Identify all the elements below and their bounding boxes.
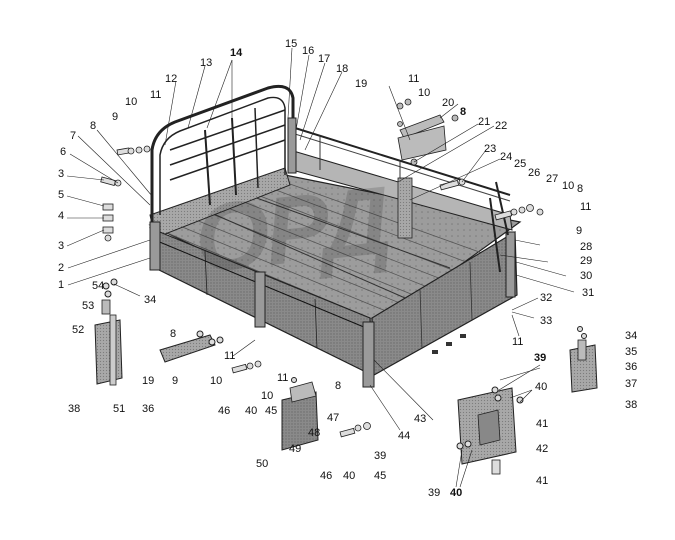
callout-38: 38 xyxy=(68,403,81,415)
callout-8: 8 xyxy=(170,328,177,340)
center-bracket-group xyxy=(396,98,459,239)
callout-34: 34 xyxy=(144,294,157,306)
callout-44: 44 xyxy=(398,430,411,442)
callout-45: 45 xyxy=(374,470,387,482)
callout-41: 41 xyxy=(536,475,549,487)
callout-30: 30 xyxy=(580,270,593,282)
callout-2: 2 xyxy=(58,262,65,274)
callout-10: 10 xyxy=(210,375,223,387)
callout-7: 7 xyxy=(70,130,77,142)
callout-37: 37 xyxy=(625,378,638,390)
callout-32: 32 xyxy=(540,292,553,304)
callout-19: 19 xyxy=(142,375,155,387)
lower-bracket xyxy=(159,330,224,363)
callout-41: 41 xyxy=(536,418,549,430)
callout-39: 39 xyxy=(534,352,547,364)
callout-53: 53 xyxy=(82,300,95,312)
callout-46: 46 xyxy=(218,405,231,417)
callout-14: 14 xyxy=(230,47,243,59)
callout-9: 9 xyxy=(172,375,179,387)
callout-40: 40 xyxy=(450,487,463,499)
callout-8: 8 xyxy=(577,183,584,195)
leader-lines xyxy=(66,47,575,431)
callout-34: 34 xyxy=(625,330,638,342)
callout-6: 6 xyxy=(60,146,67,158)
callout-10: 10 xyxy=(261,390,274,402)
callout-25: 25 xyxy=(514,158,527,170)
callout-40: 40 xyxy=(343,470,356,482)
tow-bracket-plate xyxy=(456,386,524,475)
callout-47: 47 xyxy=(327,412,340,424)
callout-52: 52 xyxy=(72,324,85,336)
callout-5: 5 xyxy=(58,189,65,201)
callout-3: 3 xyxy=(58,168,65,180)
callout-42: 42 xyxy=(536,443,549,455)
callout-11: 11 xyxy=(224,350,236,362)
callout-9: 9 xyxy=(112,111,119,123)
callout-11: 11 xyxy=(277,372,289,384)
callout-10: 10 xyxy=(562,180,575,192)
callout-51: 51 xyxy=(113,403,126,415)
callout-39: 39 xyxy=(374,450,387,462)
callout-11: 11 xyxy=(580,201,592,213)
callout-11: 11 xyxy=(512,336,524,348)
callout-21: 21 xyxy=(478,116,491,128)
callout-12: 12 xyxy=(165,73,178,85)
callout-43: 43 xyxy=(414,413,427,425)
callout-31: 31 xyxy=(582,287,595,299)
mud-flap xyxy=(281,377,319,451)
front-guard-frame xyxy=(150,84,295,222)
left-fasteners xyxy=(100,145,151,242)
callout-18: 18 xyxy=(336,63,349,75)
right-mud-flap-assembly xyxy=(569,326,598,393)
callout-4: 4 xyxy=(58,210,65,222)
callout-19: 19 xyxy=(355,78,368,90)
callout-27: 27 xyxy=(546,173,559,185)
callout-3: 3 xyxy=(58,240,65,252)
callout-11: 11 xyxy=(150,89,162,101)
callout-8: 8 xyxy=(90,120,97,132)
callout-16: 16 xyxy=(302,45,315,57)
callout-9: 9 xyxy=(576,225,583,237)
callout-8: 8 xyxy=(460,106,467,118)
callout-10: 10 xyxy=(125,96,138,108)
callout-49: 49 xyxy=(289,443,302,455)
callout-39: 39 xyxy=(428,487,441,499)
callout-1: 1 xyxy=(58,279,65,291)
callout-8: 8 xyxy=(335,380,342,392)
callout-35: 35 xyxy=(625,346,638,358)
callout-48: 48 xyxy=(308,427,321,439)
left-mud-flap-assembly xyxy=(94,278,123,386)
callout-24: 24 xyxy=(500,151,513,163)
callout-22: 22 xyxy=(495,120,508,132)
callout-36: 36 xyxy=(625,361,638,373)
corner-posts xyxy=(149,117,516,388)
callout-40: 40 xyxy=(535,381,548,393)
callout-17: 17 xyxy=(318,53,331,65)
callout-26: 26 xyxy=(528,167,541,179)
rear-guard-frame xyxy=(489,181,509,273)
callout-11: 11 xyxy=(408,73,420,85)
lower-bolts xyxy=(231,360,371,438)
callout-20: 20 xyxy=(442,97,455,109)
callout-28: 28 xyxy=(580,241,593,253)
callout-54: 54 xyxy=(92,280,105,292)
callout-50: 50 xyxy=(256,458,269,470)
callout-45: 45 xyxy=(265,405,278,417)
callout-29: 29 xyxy=(580,255,593,267)
callout-23: 23 xyxy=(484,143,497,155)
callout-38: 38 xyxy=(625,399,638,411)
callout-13: 13 xyxy=(200,57,213,69)
callout-40: 40 xyxy=(245,405,258,417)
callout-arrows xyxy=(455,364,541,488)
callout-10: 10 xyxy=(418,87,431,99)
callout-46: 46 xyxy=(320,470,333,482)
callout-36: 36 xyxy=(142,403,155,415)
callout-15: 15 xyxy=(285,38,298,50)
callout-33: 33 xyxy=(540,315,553,327)
